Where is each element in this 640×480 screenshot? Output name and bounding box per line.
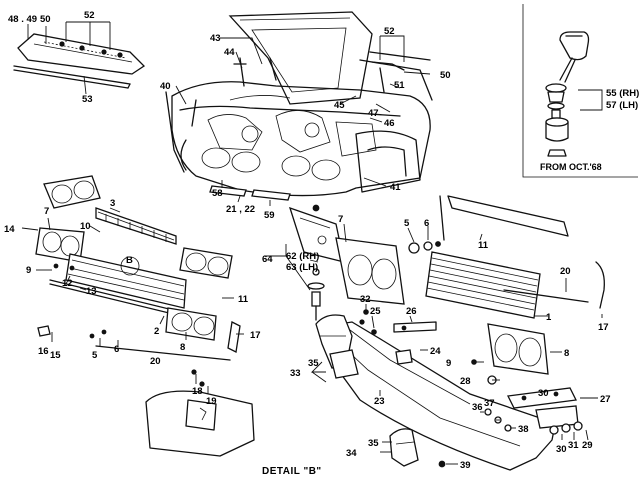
callout-64: 64 bbox=[262, 254, 273, 265]
callout-48-49: 48 . 49 bbox=[8, 14, 37, 25]
callout-41: 41 bbox=[390, 182, 401, 193]
callout-16: 16 bbox=[38, 346, 49, 357]
callout-43: 43 bbox=[210, 33, 221, 44]
callout-33: 33 bbox=[290, 368, 301, 379]
callout-52-right: 52 bbox=[384, 26, 395, 37]
callout-29: 29 bbox=[582, 440, 593, 451]
callout-32: 32 bbox=[360, 294, 371, 305]
inset-box bbox=[522, 4, 638, 178]
callout-21-22: 21 , 22 bbox=[226, 204, 255, 215]
callout-5: 5 bbox=[92, 350, 98, 361]
callout-51: 51 bbox=[394, 80, 405, 91]
callout-53: 53 bbox=[82, 94, 93, 105]
callout-17: 17 bbox=[250, 330, 261, 341]
callout-13: 13 bbox=[86, 286, 97, 297]
left-grille-assembly bbox=[35, 175, 241, 387]
callout-30-lower: 30 bbox=[556, 444, 567, 455]
callout-35-lower: 35 bbox=[368, 438, 379, 449]
callout-57-lh: 57 (LH) bbox=[606, 100, 638, 111]
callout-31: 31 bbox=[568, 440, 579, 451]
callout-5-right: 5 bbox=[404, 218, 410, 229]
front-bumper bbox=[315, 314, 583, 471]
callout-24: 24 bbox=[430, 346, 441, 357]
callout-28: 28 bbox=[460, 376, 471, 387]
callout-11-right: 11 bbox=[478, 240, 489, 251]
callout-15: 15 bbox=[50, 350, 61, 361]
callout-12: 12 bbox=[62, 278, 73, 289]
callout-36: 36 bbox=[472, 402, 483, 413]
callout-37: 37 bbox=[484, 398, 495, 409]
callout-b: B bbox=[126, 255, 133, 266]
callout-34: 34 bbox=[346, 448, 357, 459]
callout-27: 27 bbox=[600, 394, 611, 405]
callout-35: 35 bbox=[308, 358, 319, 369]
detail-b-illustration bbox=[145, 390, 255, 457]
hood-seal-strip bbox=[13, 33, 146, 89]
callout-47: 47 bbox=[368, 108, 379, 119]
callout-7: 7 bbox=[44, 206, 49, 217]
inset-part-illustration bbox=[545, 31, 590, 157]
callout-19: 19 bbox=[206, 396, 217, 407]
detail-b-label: DETAIL "B" bbox=[262, 466, 322, 477]
callout-50: 50 bbox=[40, 14, 51, 25]
callout-40: 40 bbox=[160, 81, 171, 92]
inset-note: FROM OCT.'68 bbox=[540, 162, 602, 172]
callout-20-right: 20 bbox=[560, 266, 571, 277]
callout-8-right: 8 bbox=[564, 348, 569, 359]
callout-14: 14 bbox=[4, 224, 15, 235]
callout-25: 25 bbox=[370, 306, 381, 317]
callout-11: 11 bbox=[238, 294, 249, 305]
callout-46: 46 bbox=[384, 118, 395, 129]
callout-7-right: 7 bbox=[338, 214, 343, 225]
right-grille-assembly bbox=[335, 195, 605, 385]
callout-17-right: 17 bbox=[598, 322, 609, 333]
car-body-illustration bbox=[165, 11, 433, 201]
callout-10: 10 bbox=[80, 221, 91, 232]
callout-labels: 48 . 49 52 50 53 43 44 40 52 50 51 45 47… bbox=[4, 10, 639, 471]
callout-9-right: 9 bbox=[446, 358, 451, 369]
callout-1: 1 bbox=[546, 312, 552, 323]
callout-9: 9 bbox=[26, 265, 31, 276]
callout-6-right: 6 bbox=[424, 218, 429, 229]
callout-45: 45 bbox=[334, 100, 345, 111]
callout-6: 6 bbox=[114, 344, 119, 355]
callout-2: 2 bbox=[154, 326, 159, 337]
callout-50-right: 50 bbox=[440, 70, 451, 81]
callout-63-lh: 63 (LH) bbox=[286, 262, 318, 273]
callout-52: 52 bbox=[84, 10, 95, 21]
callout-30: 30 bbox=[538, 388, 549, 399]
callout-58: 58 bbox=[212, 188, 223, 199]
callout-8: 8 bbox=[180, 342, 185, 353]
callout-23: 23 bbox=[374, 396, 385, 407]
callout-20: 20 bbox=[150, 356, 161, 367]
callout-39: 39 bbox=[460, 460, 471, 471]
callout-3: 3 bbox=[110, 198, 115, 209]
callout-55-rh: 55 (RH) bbox=[606, 88, 639, 99]
callout-26: 26 bbox=[406, 306, 417, 317]
callout-59: 59 bbox=[264, 210, 275, 221]
callout-44: 44 bbox=[224, 47, 235, 58]
callout-18: 18 bbox=[192, 386, 203, 397]
callout-38: 38 bbox=[518, 424, 529, 435]
callout-62-rh: 62 (RH) bbox=[286, 251, 319, 262]
